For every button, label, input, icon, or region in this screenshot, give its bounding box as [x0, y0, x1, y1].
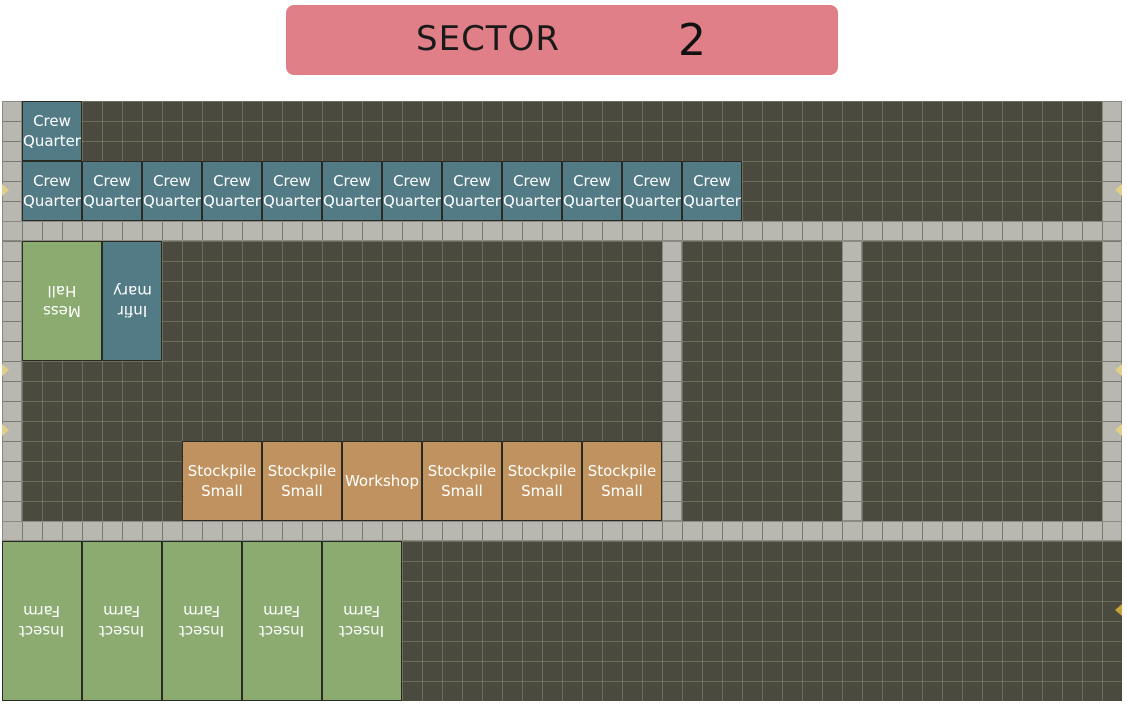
room-crew-quarter[interactable]: Crew Quarter — [322, 161, 382, 221]
door-marker[interactable] — [1115, 604, 1122, 616]
door-marker[interactable] — [2, 184, 9, 196]
room-label: Crew Quarter — [563, 172, 621, 210]
room-workshop[interactable]: Workshop — [342, 441, 422, 521]
room-insect-farm[interactable]: Insect Farm — [82, 541, 162, 701]
room-label: Insect Farm — [99, 602, 145, 640]
room-stockpile-small[interactable]: Stockpile Small — [422, 441, 502, 521]
room-crew-quarter[interactable]: Crew Quarter — [22, 161, 82, 221]
room-label: Stockpile Small — [427, 462, 497, 500]
room-mess-hall[interactable]: Mess Hall — [22, 241, 102, 361]
room-insect-farm[interactable]: Insect Farm — [162, 541, 242, 701]
room-stockpile-small[interactable]: Stockpile Small — [502, 441, 582, 521]
room-insect-farm[interactable]: Insect Farm — [2, 541, 82, 701]
room-label: Stockpile Small — [267, 462, 337, 500]
room-label: Crew Quarter — [83, 172, 141, 210]
wall-corridor-upper — [2, 221, 1122, 241]
room-stockpile-small[interactable]: Stockpile Small — [262, 441, 342, 521]
room-label: Crew Quarter — [623, 172, 681, 210]
room-crew-quarter[interactable]: Crew Quarter — [262, 161, 322, 221]
room-crew-quarter[interactable]: Crew Quarter — [202, 161, 262, 221]
room-label: Crew Quarter — [443, 172, 501, 210]
room-crew-quarter[interactable]: Crew Quarter — [442, 161, 502, 221]
room-label: Crew Quarter — [203, 172, 261, 210]
wall-divider-1 — [662, 241, 682, 521]
door-marker[interactable] — [1115, 424, 1122, 436]
room-crew-quarter[interactable]: Crew Quarter — [382, 161, 442, 221]
room-crew-quarter[interactable]: Crew Quarter — [562, 161, 622, 221]
base-grid[interactable]: Crew Quarter Crew Quarter Crew Quarter C… — [2, 101, 1122, 701]
room-stockpile-small[interactable]: Stockpile Small — [182, 441, 262, 521]
door-marker[interactable] — [1115, 184, 1122, 196]
wall-divider-2 — [842, 241, 862, 521]
room-crew-quarter[interactable]: Crew Quarter — [22, 101, 82, 161]
room-label: Stockpile Small — [587, 462, 657, 500]
sector-banner: SECTOR 2 — [286, 5, 838, 75]
room-label: Crew Quarter — [263, 172, 321, 210]
room-stockpile-small[interactable]: Stockpile Small — [582, 441, 662, 521]
room-label: Workshop — [344, 472, 419, 490]
room-label: Crew Quarter — [143, 172, 201, 210]
door-marker[interactable] — [1115, 364, 1122, 376]
room-label: Stockpile Small — [187, 462, 257, 500]
room-label: Crew Quarter — [683, 172, 741, 210]
door-marker[interactable] — [2, 424, 9, 436]
room-label: Crew Quarter — [323, 172, 381, 210]
room-crew-quarter[interactable]: Crew Quarter — [142, 161, 202, 221]
room-label: Infir mary — [112, 282, 152, 320]
room-label: Crew Quarter — [383, 172, 441, 210]
room-crew-quarter[interactable]: Crew Quarter — [622, 161, 682, 221]
room-label: Insect Farm — [19, 602, 65, 640]
room-crew-quarter[interactable]: Crew Quarter — [82, 161, 142, 221]
room-label: Stockpile Small — [507, 462, 577, 500]
room-insect-farm[interactable]: Insect Farm — [322, 541, 402, 701]
room-infirmary[interactable]: Infir mary — [102, 241, 162, 361]
room-label: Insect Farm — [179, 602, 225, 640]
room-crew-quarter[interactable]: Crew Quarter — [502, 161, 562, 221]
room-label: Crew Quarter — [23, 112, 81, 150]
room-insect-farm[interactable]: Insect Farm — [242, 541, 322, 701]
room-label: Insect Farm — [339, 602, 385, 640]
door-marker[interactable] — [2, 364, 9, 376]
room-label: Crew Quarter — [503, 172, 561, 210]
wall-left — [2, 101, 22, 541]
wall-corridor-lower — [2, 521, 1122, 541]
wall-right — [1102, 101, 1122, 541]
room-label: Insect Farm — [259, 602, 305, 640]
room-label: Crew Quarter — [23, 172, 81, 210]
sector-label: SECTOR — [416, 19, 560, 59]
room-label: Mess Hall — [43, 282, 81, 320]
room-crew-quarter[interactable]: Crew Quarter — [682, 161, 742, 221]
sector-number: 2 — [678, 15, 706, 66]
